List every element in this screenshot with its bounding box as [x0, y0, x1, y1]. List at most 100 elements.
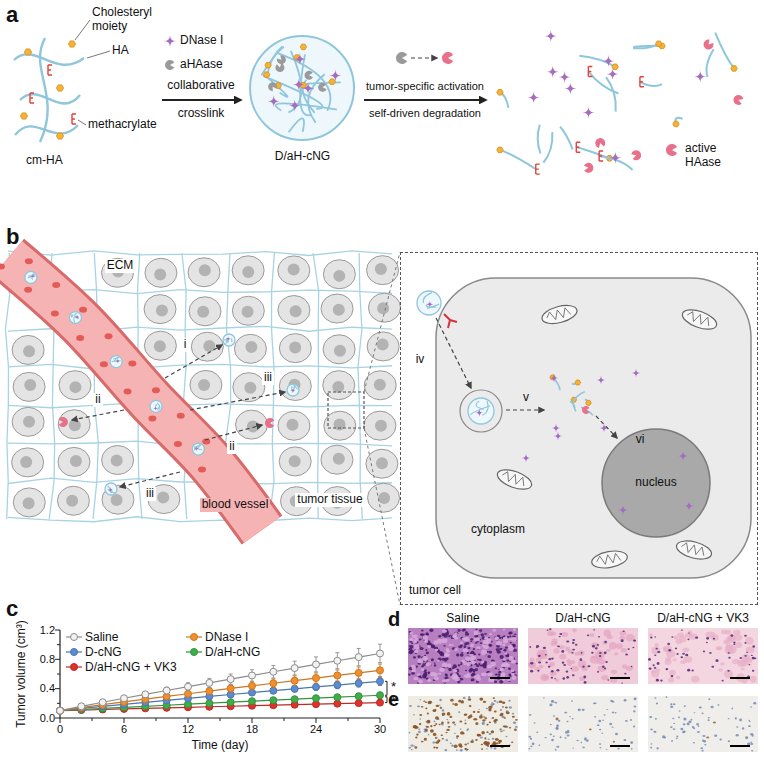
histology-image-part: [459, 745, 462, 747]
histology-image-part: [529, 646, 531, 648]
histology-image-part: [414, 644, 420, 649]
histology-image-part: [512, 713, 514, 715]
data-point: [249, 698, 256, 705]
histology-image-part: [591, 652, 594, 654]
histology-image-part: [566, 640, 569, 642]
histology-image-part: [572, 747, 574, 748]
histology-image-part: [735, 642, 742, 648]
histology-image-part: [578, 660, 587, 668]
tick-label: 0.8: [40, 653, 55, 666]
scale-bar: [730, 677, 750, 679]
tissue-cells-part: [323, 260, 355, 289]
data-series: [57, 644, 384, 714]
legend-marker: [71, 634, 78, 641]
ecm-fibers-part: [8, 364, 392, 369]
histology-image-part: [559, 645, 565, 649]
histology-image-part: [750, 743, 753, 745]
nanogel-part: [250, 36, 354, 140]
histology-image-part: [583, 676, 586, 679]
hase-enzyme: [666, 144, 677, 156]
tissue-cells-part: [154, 340, 166, 352]
ha-fragment: [579, 56, 615, 67]
tissue-cells-part: [366, 449, 398, 478]
tissue-cells-part: [157, 491, 169, 503]
histology-image-part: [488, 706, 492, 710]
histology-image-part: [548, 658, 551, 660]
histology-image-part: [714, 734, 717, 736]
histology-image-part: [450, 699, 453, 702]
data-point: [313, 695, 320, 702]
histology-image-part: [487, 655, 490, 658]
histology-image-part: [500, 713, 503, 715]
histology-image-part: [449, 643, 454, 646]
histology-image-part: [624, 673, 626, 675]
histology-image-part: [566, 676, 569, 679]
histology-image-part: [466, 662, 471, 667]
blood-cell: [100, 361, 108, 367]
histology-image-part: [597, 644, 599, 646]
node-text: Saline: [446, 612, 479, 626]
histology-image-part: [544, 737, 546, 738]
endosome: [460, 390, 502, 432]
nanogel: [468, 398, 494, 424]
histology-image-part: [581, 652, 583, 654]
histology-image-part: [488, 739, 490, 741]
histology-image-part: [599, 652, 601, 654]
histology-image-part: [463, 637, 469, 641]
histology-image-part: [477, 711, 480, 713]
tissue-cells-part: [144, 295, 176, 324]
histology-image-part: [428, 734, 430, 736]
data-point: [78, 703, 85, 710]
histology-image-part: [748, 664, 750, 665]
histology-image-part: [715, 659, 718, 662]
histology-image-part: [511, 741, 513, 743]
histology-image-part: [426, 652, 429, 655]
histology-image-part: [496, 641, 502, 645]
histology-image-part: [628, 648, 630, 650]
histology-image-part: [425, 632, 428, 635]
histology-image-part: [563, 664, 566, 666]
data-point: [355, 654, 362, 661]
histology-image-part: [649, 716, 652, 718]
histology-image-part: [480, 737, 483, 739]
histology-image-part: [470, 641, 472, 642]
histology-image-part: [438, 635, 441, 638]
histology-image: [528, 628, 638, 684]
histology-image-part: [474, 635, 478, 638]
histology-image-part: [469, 705, 472, 707]
blood-cell: [148, 415, 156, 421]
histology-image-part: [752, 645, 755, 647]
tissue-cells-part: [364, 411, 396, 440]
histology-image-part: [465, 631, 468, 633]
histology-image-part: [410, 632, 414, 636]
histology-image-part: [442, 715, 444, 716]
histology-image-part: [467, 652, 469, 654]
histology-image-part: [421, 629, 424, 631]
histology-image-part: [555, 702, 557, 704]
histology-image-part: [533, 722, 535, 723]
histology-image-part: [602, 641, 607, 645]
histology-image-part: [442, 679, 447, 683]
nanogel-part: [417, 291, 441, 315]
histology-image-part: [425, 708, 427, 710]
histology-image-part: [430, 725, 432, 727]
histology-image-part: [465, 748, 467, 750]
tissue-cells-part: [23, 416, 35, 428]
histology-image-part: [530, 662, 533, 665]
hase-enzyme: [594, 137, 606, 149]
histology-image-part: [433, 733, 437, 736]
histology-image: [648, 628, 758, 684]
histology-image-part: [733, 643, 735, 645]
histology-image-part: [582, 666, 588, 671]
tissue-cells-part: [334, 419, 346, 431]
nanogel-part: [75, 313, 79, 319]
histology-image-part: [556, 718, 559, 721]
histology-image-part: [490, 661, 495, 666]
histology-image-part: [699, 706, 702, 708]
histology-image-part: [682, 653, 685, 655]
zoom-frame: [328, 392, 364, 428]
histology-image-part: [466, 652, 468, 654]
part-label: methacrylate: [88, 118, 157, 132]
histology-image-part: [466, 642, 469, 645]
histology-image-part: [461, 659, 464, 662]
